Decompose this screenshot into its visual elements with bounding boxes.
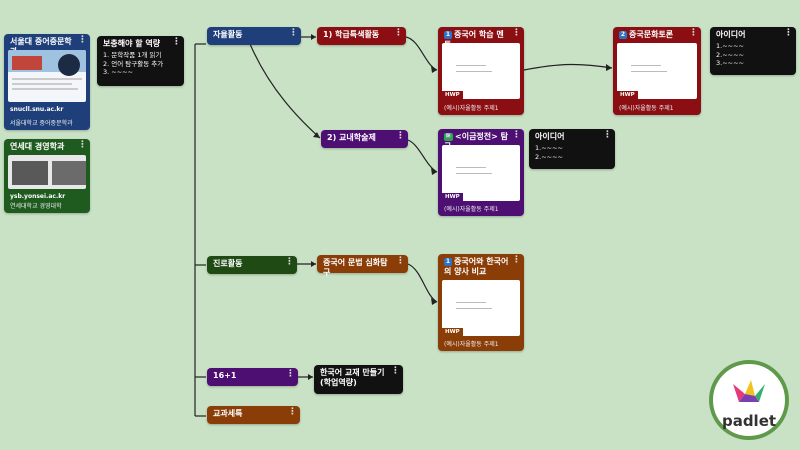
subtopic-hakgeup[interactable]: 1) 학급특색활동 ⋮ — [317, 27, 406, 45]
more-options-icon[interactable]: ⋮ — [603, 130, 612, 140]
section-sixteen[interactable]: 16+1 ⋮ — [207, 368, 298, 386]
card-idea-1[interactable]: 아이디어 ⋮ 1.~~~~ 2.~~~~ 3.~~~~ — [710, 27, 796, 75]
list-item: 3. ~~~~ — [103, 68, 134, 76]
more-options-icon[interactable]: ⋮ — [512, 130, 521, 140]
more-options-icon[interactable]: ⋮ — [172, 37, 181, 47]
more-options-icon[interactable]: ⋮ — [784, 28, 793, 38]
link-caption: 연세대학교 경영대학 — [10, 203, 62, 210]
list-item: 2.~~~~ — [716, 50, 744, 59]
card-title: 16+1 — [213, 371, 237, 380]
padlet-logo[interactable]: padlet — [709, 360, 789, 440]
more-options-icon[interactable]: ⋮ — [288, 407, 297, 417]
card-competency[interactable]: 보충해야 할 역량 ⋮ 1. 문학작품 1개 읽기 2. 언어 탐구활동 추가 … — [97, 36, 184, 86]
more-options-icon[interactable]: ⋮ — [289, 28, 298, 38]
card-title: 아이디어 — [716, 30, 746, 39]
list-item: 3.~~~~ — [716, 59, 744, 67]
website-thumbnail — [8, 50, 86, 102]
card-title: 자율활동 — [213, 30, 243, 39]
file-type-badge: HWP — [442, 193, 463, 201]
card-title: 아이디어 — [535, 132, 565, 141]
subtopic-textbook[interactable]: 한국어 교재 만들기 (학업역량) ⋮ — [314, 365, 403, 394]
more-options-icon[interactable]: ⋮ — [394, 28, 403, 38]
card-title: 1) 학급특색활동 — [323, 30, 380, 39]
more-options-icon[interactable]: ⋮ — [689, 28, 698, 38]
section-jinro[interactable]: 진로활동 ⋮ — [207, 256, 297, 274]
card-title: 한국어 교재 만들기 (학업역량) — [320, 368, 385, 387]
subtopic-munbeop[interactable]: 중국어 문법 심화탐구 ⋮ — [317, 255, 408, 277]
card-title-text: 중국어와 한국어의 양사 비교 — [444, 257, 509, 276]
more-options-icon[interactable]: ⋮ — [512, 255, 521, 265]
card-title: 보충해야 할 역량 — [103, 39, 161, 48]
card-yonsei[interactable]: 연세대 경영학과 ⋮ ysb.yonsei.ac.kr 연세대학교 경영대학 — [4, 139, 90, 213]
more-options-icon[interactable]: ⋮ — [391, 366, 400, 376]
more-options-icon[interactable]: ⋮ — [512, 28, 521, 38]
file-type-badge: HWP — [617, 91, 638, 99]
more-options-icon[interactable]: ⋮ — [286, 369, 295, 379]
more-options-icon[interactable]: ⋮ — [285, 257, 294, 267]
link-caption: 서울대학교 중어중문학과 — [10, 120, 73, 127]
file-type-badge: HWP — [442, 328, 463, 336]
number-badge: 1 — [444, 30, 452, 39]
card-title: 2) 교내학술제 — [327, 133, 376, 142]
more-options-icon[interactable]: ⋮ — [396, 256, 405, 266]
number-badge: 1 — [444, 257, 452, 266]
list-item: 1.~~~~ — [716, 42, 744, 50]
link-url[interactable]: ysb.yonsei.ac.kr — [10, 193, 66, 200]
card-title-text: 중국문화토론 — [629, 30, 674, 39]
document-preview[interactable]: HWP — [617, 43, 697, 99]
doc-igeum[interactable]: 🆗<이금정전> 탐구 ⋮ HWP (예시)자율활동 주제1 — [438, 129, 524, 216]
document-preview[interactable]: HWP — [442, 280, 520, 336]
link-url[interactable]: snucll.snu.ac.kr — [10, 106, 64, 113]
number-badge: 2 — [619, 30, 627, 39]
list-item: 2. 언어 탐구활동 추가 — [103, 59, 164, 68]
document-preview[interactable]: HWP — [442, 145, 520, 201]
more-options-icon[interactable]: ⋮ — [396, 131, 405, 141]
ok-badge: 🆗 — [444, 132, 453, 141]
list-item: 1. 문학작품 1개 읽기 — [103, 51, 162, 59]
card-caption: (예시)자율활동 주제1 — [444, 206, 499, 213]
list-item: 2.~~~~ — [535, 152, 563, 161]
card-caption: (예시)자율활동 주제1 — [444, 105, 499, 112]
padlet-bird-icon — [733, 380, 765, 402]
card-snu[interactable]: 서울대 중어중문학과 ⋮ snucll.snu.ac.kr 서울대학교 중어중문… — [4, 34, 90, 130]
card-idea-2[interactable]: 아이디어 ⋮ 1.~~~~ 2.~~~~ — [529, 129, 615, 169]
card-title: 연세대 경영학과 — [10, 142, 65, 151]
card-caption: (예시)자율활동 주제1 — [619, 105, 674, 112]
list-item: 1.~~~~ — [535, 144, 563, 152]
card-caption: (예시)자율활동 주제1 — [444, 341, 499, 348]
padlet-wordmark: padlet — [721, 412, 777, 430]
section-jayul[interactable]: 자율활동 ⋮ — [207, 27, 301, 45]
website-thumbnail — [8, 155, 86, 189]
section-gyogwa[interactable]: 교과세특 ⋮ — [207, 406, 300, 424]
subtopic-gyonae[interactable]: 2) 교내학술제 ⋮ — [321, 130, 408, 148]
card-title: 진로활동 — [213, 259, 243, 268]
card-title: 교과세특 — [213, 409, 243, 418]
document-preview[interactable]: HWP — [442, 43, 520, 99]
file-type-badge: HWP — [442, 91, 463, 99]
more-options-icon[interactable]: ⋮ — [78, 35, 87, 45]
more-options-icon[interactable]: ⋮ — [78, 140, 87, 150]
card-title: 중국어 문법 심화탐구 — [323, 258, 388, 277]
